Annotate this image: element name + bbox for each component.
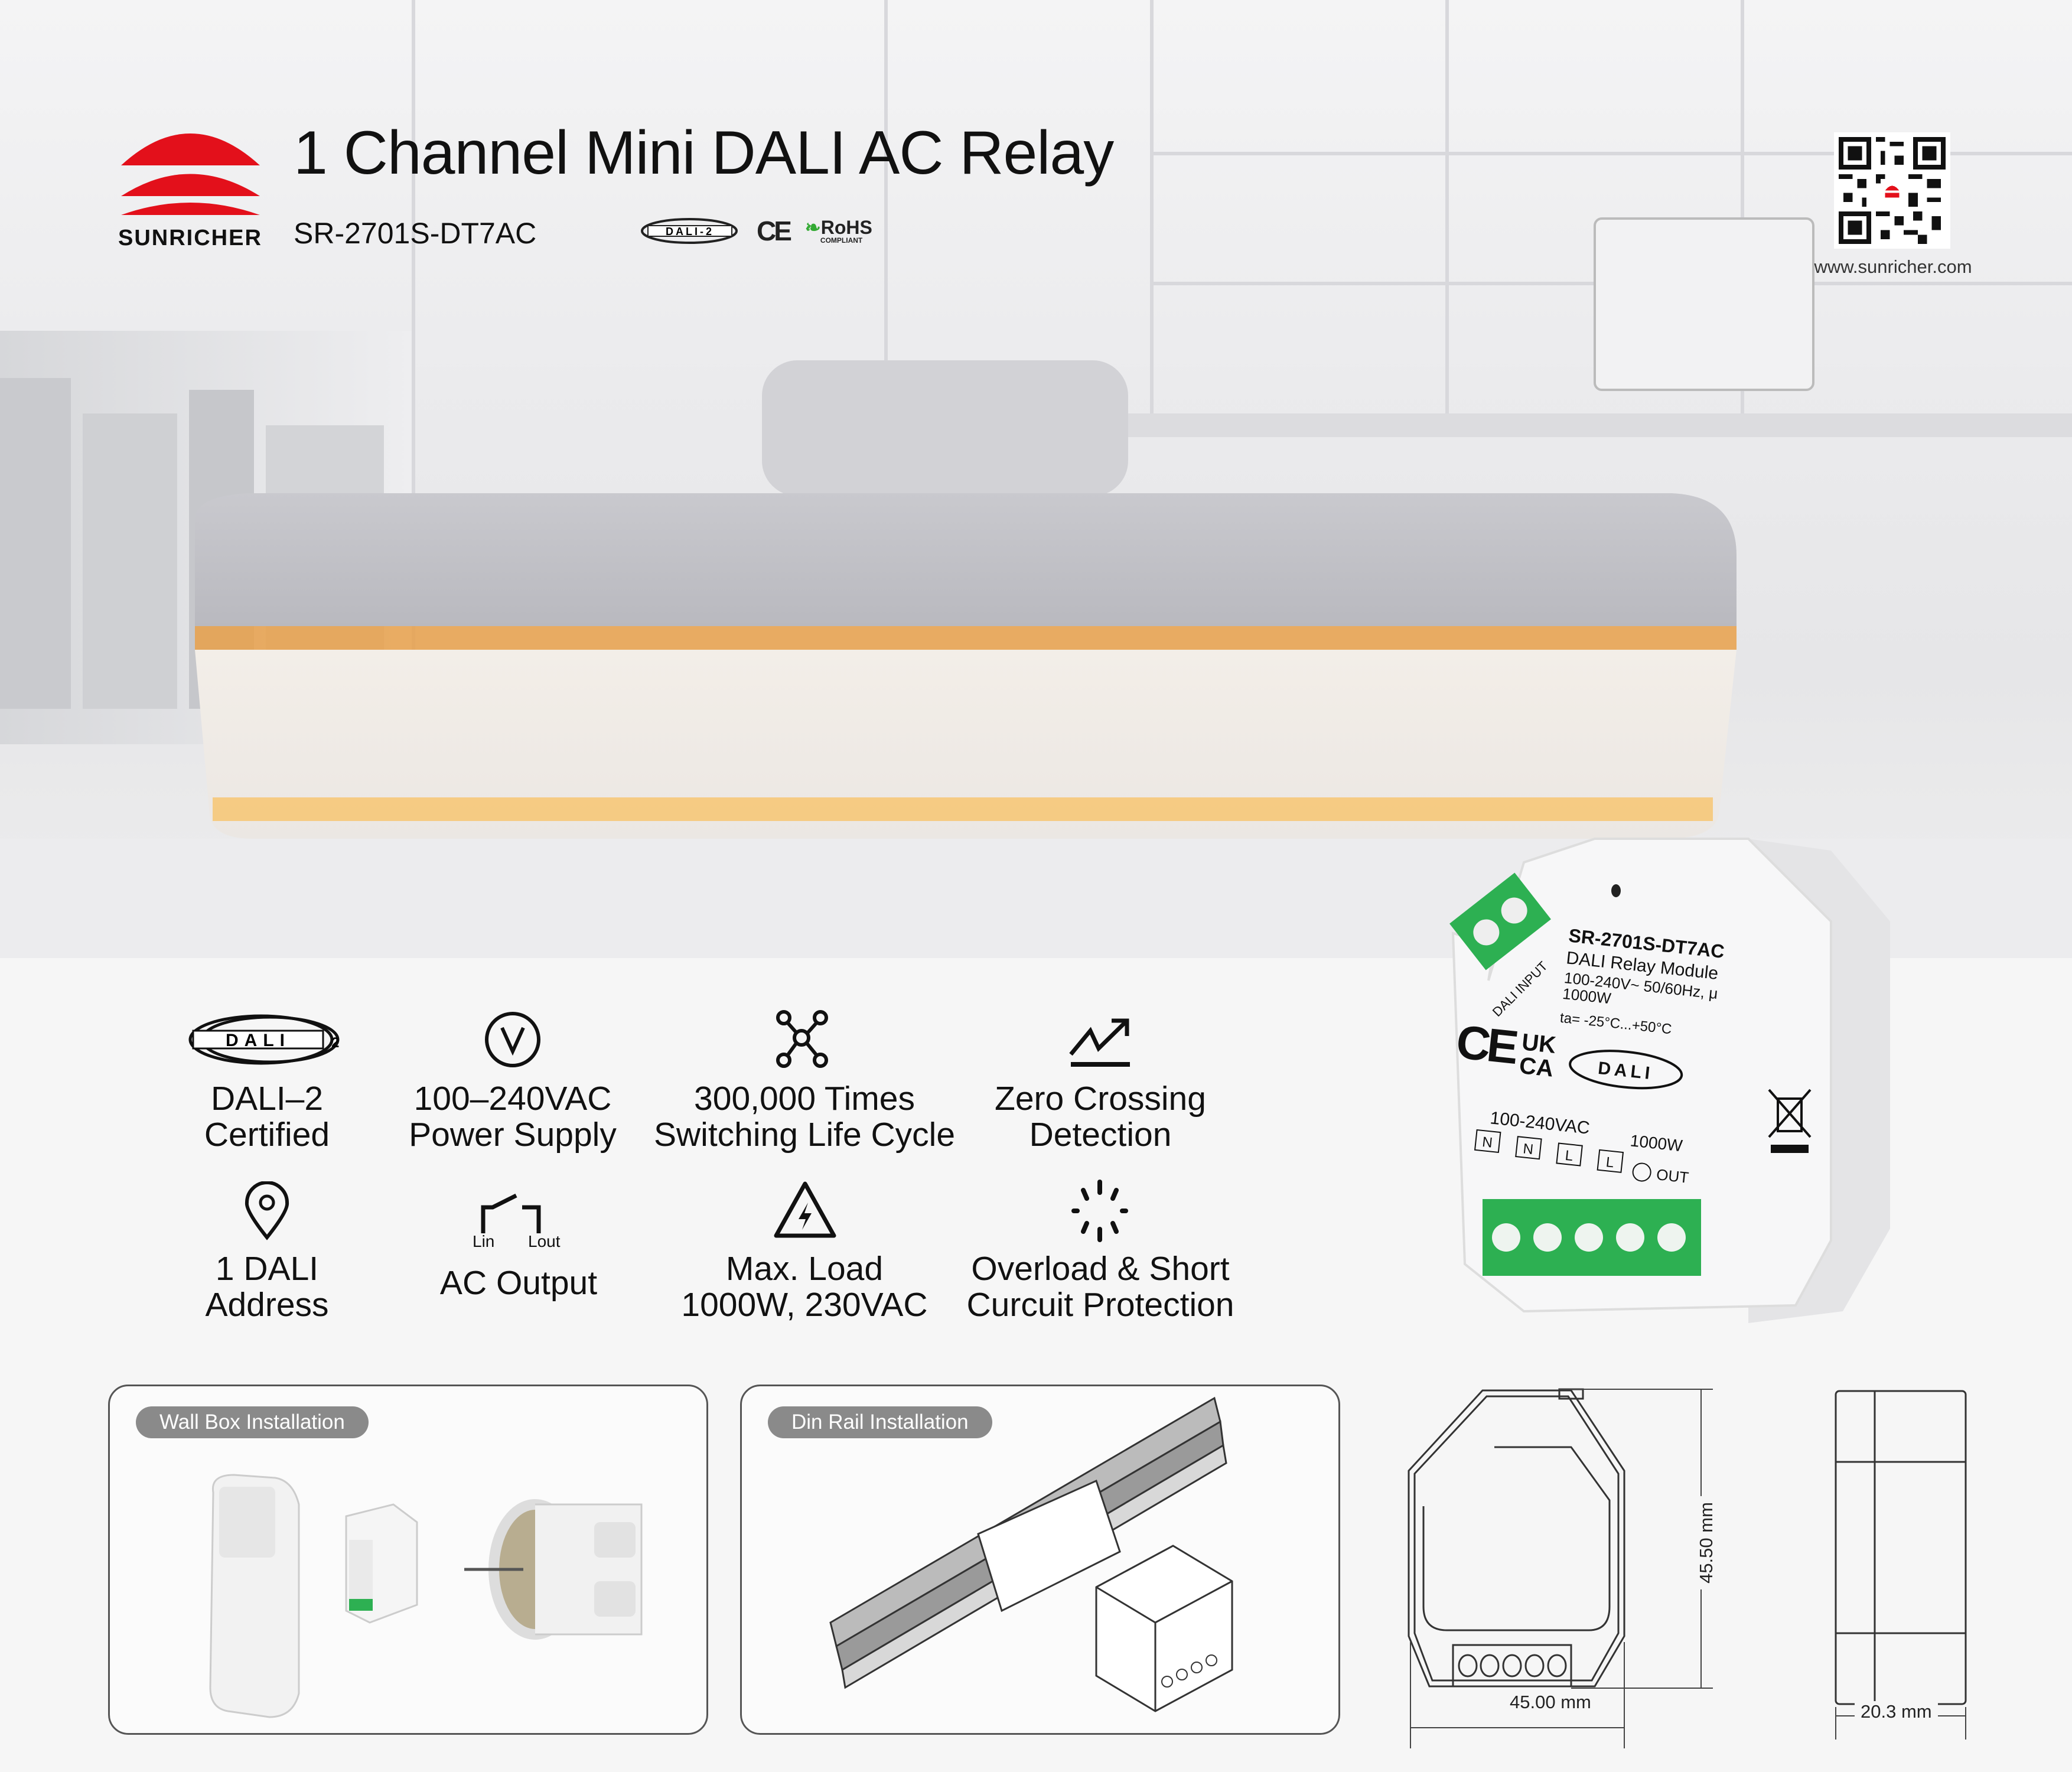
label-ce-mark: CE — [1454, 1015, 1520, 1074]
width-dimension: 45.00 mm — [1504, 1692, 1597, 1713]
svg-text:2: 2 — [331, 1035, 339, 1051]
feature-line1: Overload & Short — [971, 1250, 1230, 1288]
brand-name: SUNRICHER — [118, 226, 262, 250]
svg-text:L: L — [1605, 1154, 1615, 1171]
feature-line1: 300,000 Times — [694, 1080, 915, 1118]
qr-code-icon — [1834, 132, 1950, 249]
svg-text:N: N — [1481, 1134, 1493, 1151]
page-title: 1 Channel Mini DALI AC Relay — [294, 119, 1114, 187]
label-terminals: N N L L — [1474, 1129, 1624, 1173]
label-ukca-mark-2: CA — [1518, 1053, 1555, 1082]
model-number: SR-2701S-DT7AC — [294, 217, 537, 250]
protection-burst-icon — [1071, 1180, 1128, 1242]
height-dimension: 45.50 mm — [1695, 1496, 1717, 1589]
dali2-logo-icon: DALI-2 — [641, 218, 738, 244]
din-rail-installation-image — [829, 1396, 1233, 1712]
website-link[interactable]: www.sunricher.com — [1814, 256, 1972, 277]
label-dali-logo — [1569, 1050, 1683, 1090]
din-rail-installation-panel: Din Rail Installation — [740, 1385, 1340, 1735]
feature-line2: Curcuit Protection — [966, 1286, 1234, 1324]
wall-box-label: Wall Box Installation — [136, 1406, 369, 1438]
label-ukca-mark: UK — [1520, 1029, 1557, 1058]
din-rail-label: Din Rail Installation — [768, 1406, 992, 1438]
side-dimension-drawing — [1835, 1390, 1967, 1740]
svg-text:N: N — [1522, 1141, 1534, 1158]
ce-mark-icon: CE — [757, 216, 792, 246]
wall-box-installation-panel: Wall Box Installation — [108, 1385, 708, 1735]
feature-line1: Max. Load — [725, 1250, 884, 1288]
feature-line2: Switching Life Cycle — [653, 1116, 956, 1154]
lin-label: Lin — [473, 1232, 495, 1250]
svg-text:DALI: DALI — [226, 1031, 291, 1050]
sunricher-logo-icon — [121, 133, 260, 215]
feature-line1: DALI–2 — [210, 1080, 324, 1118]
trend-up-icon — [1069, 1018, 1130, 1067]
feature-ac-output: AC Output — [353, 1265, 684, 1301]
dali2-cert-label: DALI-2 — [666, 226, 714, 237]
voltage-icon — [485, 1012, 540, 1067]
product-photo: SR-2701S-DT7AC DALI Relay Module 100-240… — [1449, 838, 1890, 1323]
dali2-logo-icon: DALI 2 — [188, 1014, 340, 1065]
feature-line2: Address — [205, 1286, 329, 1324]
label-out: OUT — [1656, 1165, 1690, 1187]
location-pin-icon — [245, 1181, 289, 1240]
feature-line1: Zero Crossing — [995, 1080, 1206, 1118]
switching-cycle-icon — [776, 1010, 828, 1068]
wall-box-installation-image — [209, 1474, 643, 1718]
feature-line2: Certified — [204, 1116, 330, 1154]
high-voltage-icon — [774, 1181, 836, 1238]
certification-logos: DALI-2 CE ❧RoHS COMPLIANT — [641, 216, 872, 246]
feature-line1: 1 DALI — [215, 1250, 319, 1288]
relay-switch-icon — [481, 1193, 541, 1233]
lout-label: Lout — [528, 1232, 561, 1250]
feature-line2: Power Supply — [409, 1116, 617, 1154]
feature-line2: Detection — [1029, 1116, 1172, 1154]
svg-text:L: L — [1564, 1148, 1573, 1164]
feature-line2: 1000W, 230VAC — [681, 1286, 928, 1324]
depth-dimension: 20.3 mm — [1855, 1701, 1938, 1722]
feature-line1: AC Output — [439, 1264, 598, 1302]
feature-line1: 100–240VAC — [413, 1080, 612, 1118]
weee-bin-icon — [1768, 1089, 1812, 1153]
rohs-mark: ❧RoHS COMPLIANT — [804, 217, 872, 245]
